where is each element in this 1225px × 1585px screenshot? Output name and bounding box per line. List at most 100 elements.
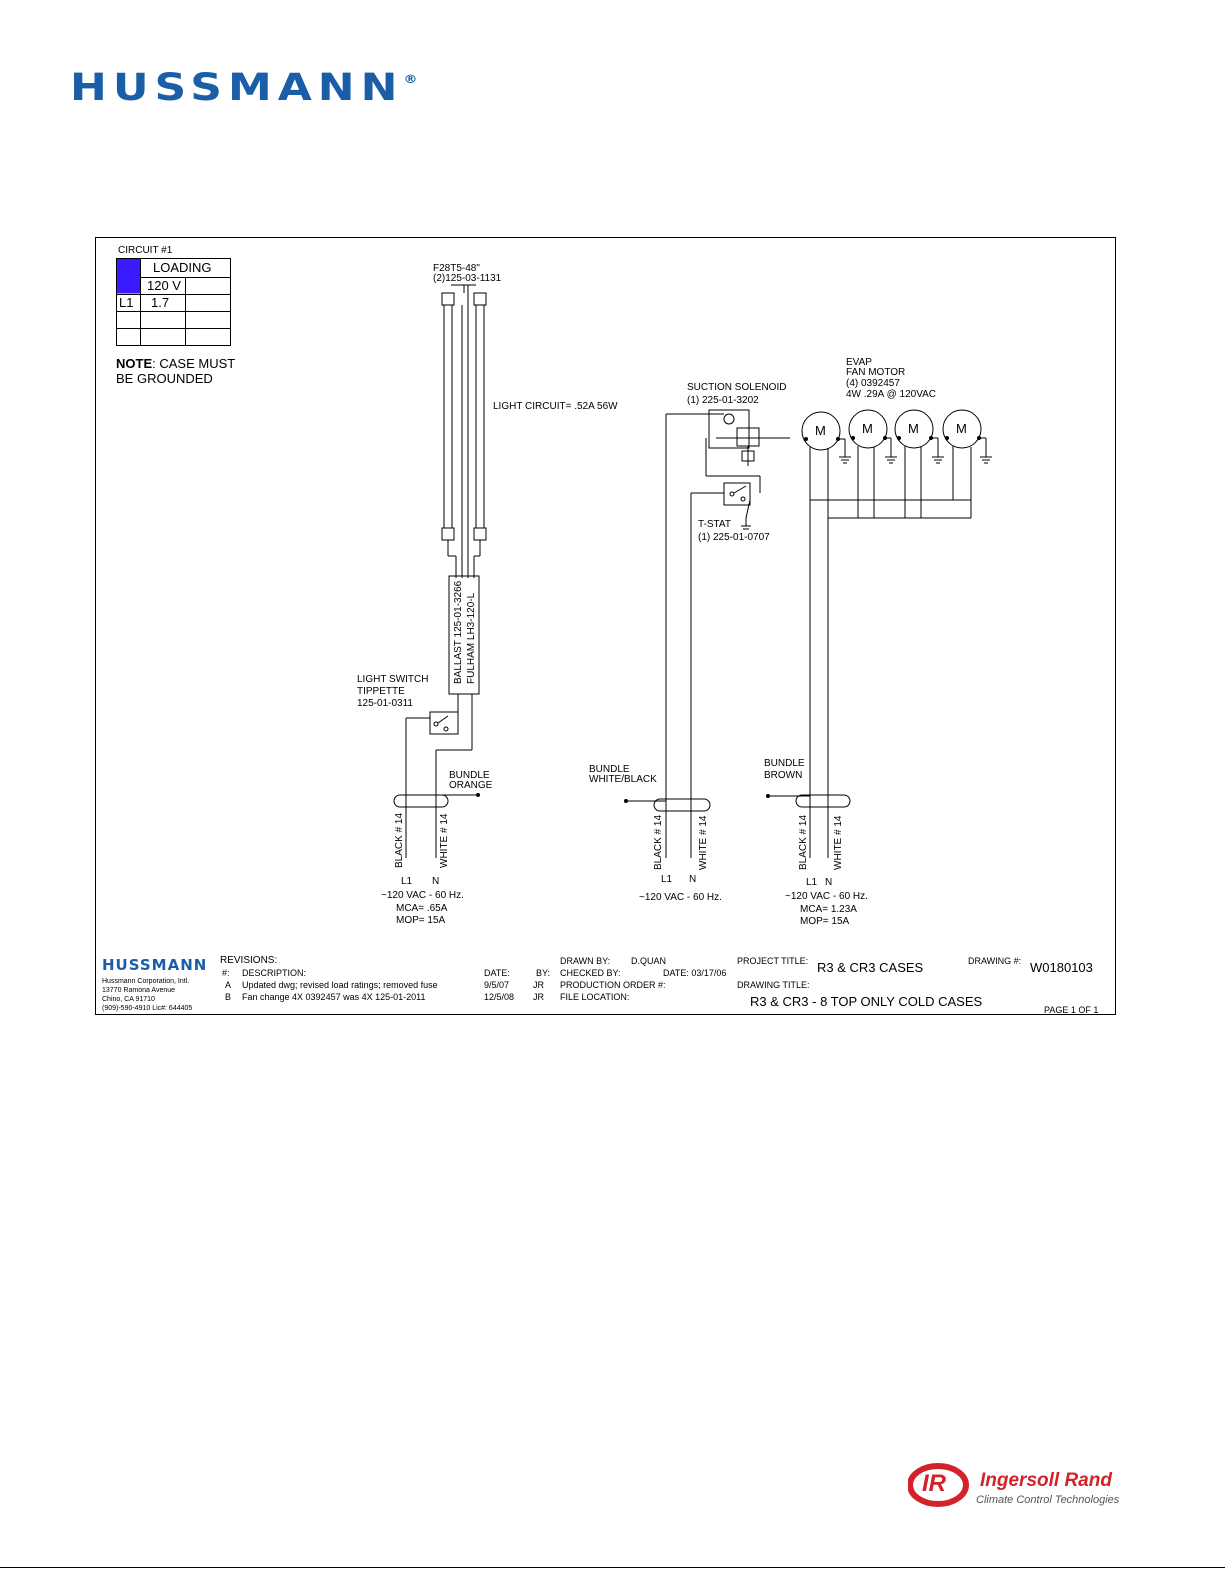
bundle-white-black-label-1: BUNDLE: [589, 764, 630, 775]
bundle-white-black-symbol: [653, 798, 711, 812]
supply-right-2: MCA= 1.23A: [800, 904, 857, 915]
lamp-label-2: (2)125-03-1131: [433, 273, 502, 284]
evap-label-1: EVAP: [846, 357, 872, 368]
circuit-caption: CIRCUIT #1: [118, 245, 173, 256]
wire-n-right: N: [825, 877, 833, 888]
suction-solenoid-symbol: [705, 409, 790, 493]
revision-a-by: JR: [533, 980, 544, 990]
drawing-sheet: CIRCUIT #1 LOADING 120 V L1 1.7 NOTE: CA…: [95, 237, 1116, 1015]
wire-white-right: WHITE # 14: [833, 815, 844, 870]
bundle-brown-label-1: BUNDLE: [764, 758, 805, 769]
lamp-label-1: F28T5-48": [433, 263, 480, 274]
revisions-col-date: DATE:: [484, 968, 510, 978]
solenoid-label-2: (1) 225-01-3202: [687, 395, 759, 406]
drawing-number-label: DRAWING #:: [968, 956, 1022, 966]
title-block-address-4: (909)-590-4910 Lic#: 644405: [102, 1005, 193, 1012]
wiring-diagram: [393, 284, 992, 858]
drawing-title-value: R3 & CR3 - 8 TOP ONLY COLD CASES: [750, 994, 983, 1009]
title-block-address-2: 13770 Ramona Avenue: [102, 987, 176, 994]
ballast-label-1: BALLAST 125-01-3266: [453, 580, 464, 684]
supply-right-3: MOP= 15A: [800, 916, 850, 927]
light-switch-label-3: 125-01-0311: [357, 698, 413, 709]
note-line1: : CASE MUST: [152, 356, 236, 371]
ir-oval-mark: [908, 1463, 969, 1507]
tstat-label-2: (1) 225-01-0707: [698, 532, 770, 543]
project-title-label: PROJECT TITLE:: [737, 956, 809, 966]
solenoid-label-1: SUCTION SOLENOID: [687, 382, 787, 393]
file-location-label: FILE LOCATION:: [560, 992, 630, 1002]
wire-n-middle: N: [689, 874, 697, 885]
evap-label-2: FAN MOTOR: [846, 367, 906, 378]
bundle-brown-label-2: BROWN: [764, 770, 803, 781]
motor-3-label: M: [908, 421, 919, 436]
revisions-label: REVISIONS:: [220, 955, 278, 966]
supply-left-1: ~120 VAC - 60 Hz.: [381, 890, 464, 901]
wire-n-left: N: [432, 876, 440, 887]
drawn-by-label: DRAWN BY:: [560, 956, 611, 966]
revision-a-date: 9/5/07: [484, 980, 510, 990]
ballast: [448, 575, 480, 695]
light-switch-label-2: TIPPETTE: [357, 686, 405, 697]
bundle-orange-label-1: BUNDLE: [449, 770, 490, 781]
loading-table: LOADING 120 V L1 1.7: [116, 258, 231, 346]
wire-white-left: WHITE # 14: [439, 813, 450, 868]
supply-left-2: MCA= .65A: [396, 903, 448, 914]
wire-white-middle: WHITE # 14: [698, 815, 709, 870]
loading-header: LOADING: [153, 260, 212, 275]
wire-black-right: BLACK # 14: [798, 814, 809, 870]
project-title-value: R3 & CR3 CASES: [817, 960, 924, 975]
revision-b-num: B: [225, 992, 232, 1002]
light-switch-symbol: [405, 711, 459, 793]
bundle-white-black-label-2: WHITE/BLACK: [589, 774, 657, 785]
fluorescent-lamps: [441, 284, 487, 578]
note-line2: BE GROUNDED: [116, 371, 213, 386]
supply-right-1: ~120 VAC - 60 Hz.: [785, 891, 868, 902]
wire-black-middle: BLACK # 14: [653, 814, 664, 870]
revision-b-by: JR: [533, 992, 544, 1002]
loading-table-accent: [116, 258, 141, 294]
bundle-orange-label-2: ORANGE: [449, 780, 493, 791]
revision-b-date: 12/5/08: [484, 992, 515, 1002]
light-switch-label-1: LIGHT SWITCH: [357, 674, 429, 685]
ground-note: NOTE: CASE MUST: [116, 357, 235, 371]
motor-4-label: M: [956, 421, 967, 436]
tstat-label-1: T-STAT: [698, 519, 731, 530]
revision-a-num: A: [225, 980, 232, 990]
wire-black-left: BLACK # 14: [394, 812, 405, 868]
page-indicator: PAGE 1 OF 1: [1044, 1005, 1099, 1015]
bundle-orange-symbol: [393, 794, 449, 808]
ir-company-name: Ingersoll Rand: [980, 1470, 1112, 1491]
loading-row-value: 1.7: [151, 295, 170, 310]
bundle-brown-symbol: [795, 794, 851, 808]
loading-voltage: 120 V: [147, 278, 181, 293]
evap-label-3: (4) 0392457: [846, 378, 900, 389]
drawing-number-value: W0180103: [1030, 960, 1093, 975]
ir-tagline: Climate Control Technologies: [976, 1494, 1120, 1506]
wire-l1-left: L1: [401, 876, 413, 887]
page-bottom-rule: [0, 1567, 1225, 1568]
ballast-label-2: FULHAM LH3-120-L: [466, 592, 477, 684]
hussmann-logo-text: HUSSMANN: [70, 66, 404, 110]
production-order-label: PRODUCTION ORDER #:: [560, 980, 666, 990]
fan-motors: [801, 409, 992, 858]
drawn-by-value: D.QUAN: [631, 956, 667, 966]
title-block-address-3: Chino, CA 91710: [102, 996, 155, 1003]
motor-1-label: M: [815, 423, 826, 438]
title-block-address-1: Hussmann Corporation, Intl.: [102, 978, 190, 985]
revisions-col-by: BY:: [536, 968, 551, 978]
revisions-col-desc: DESCRIPTION:: [242, 968, 307, 978]
note-bold: NOTE: [116, 356, 153, 371]
revision-a-desc: Updated dwg; revised load ratings; remov…: [242, 980, 438, 990]
wire-l1-right: L1: [806, 877, 818, 888]
light-circuit-label: LIGHT CIRCUIT= .52A 56W: [493, 401, 618, 412]
motor-2-label: M: [862, 421, 873, 436]
registered-mark: ®: [403, 73, 418, 87]
revisions-col-num: #:: [222, 968, 230, 978]
revision-b-desc: Fan change 4X 0392457 was 4X 125-01-2011: [242, 992, 426, 1002]
supply-left-3: MOP= 15A: [396, 915, 446, 926]
wire-l1-middle: L1: [661, 874, 673, 885]
checked-by-label: CHECKED BY:: [560, 968, 621, 978]
tstat-symbol: [723, 482, 751, 530]
drawing-title-label: DRAWING TITLE:: [737, 980, 810, 990]
date-label: DATE: 03/17/06: [663, 968, 727, 978]
